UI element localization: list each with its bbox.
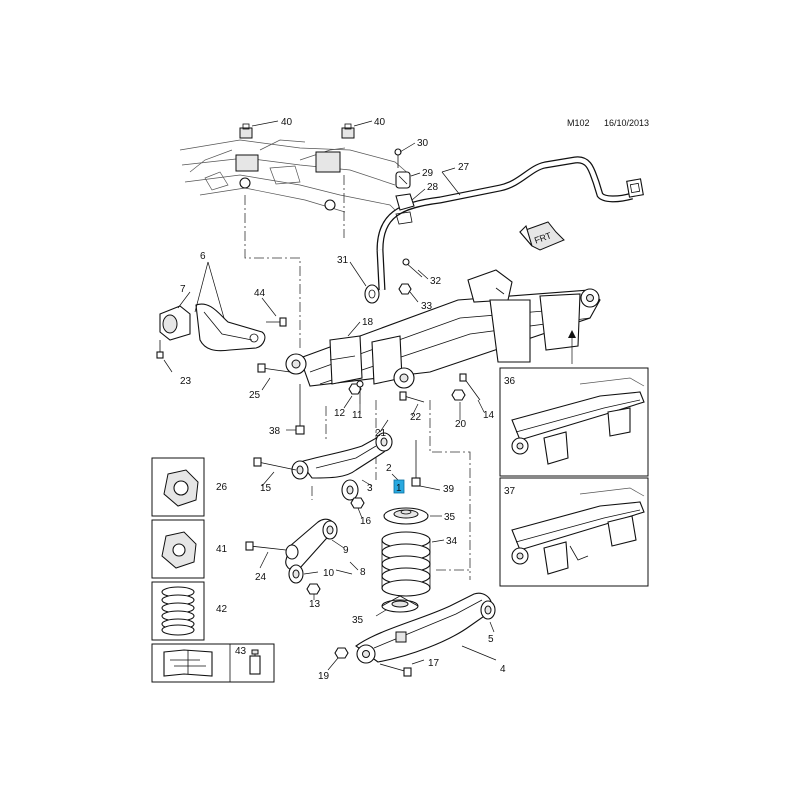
part-label[interactable]: 21: [375, 428, 387, 439]
body-chassis-section: [179, 139, 411, 216]
part-38-long-bolt: [295, 384, 305, 435]
part-3-bush: [341, 479, 359, 501]
front-direction-marker: FRT: [519, 221, 565, 251]
part-label[interactable]: 22: [410, 412, 422, 423]
part-6-bracket: [195, 303, 266, 352]
part-22-bolt: [399, 391, 425, 403]
part-label[interactable]: 5: [488, 634, 494, 645]
ref-box-41-hex-nut: [151, 519, 205, 579]
part-label[interactable]: 6: [200, 251, 206, 262]
part-4-lower-trailing-arm: [355, 592, 496, 664]
part-label[interactable]: 2: [386, 463, 392, 474]
part-label[interactable]: 3: [367, 483, 373, 494]
part-11-bolt: [356, 380, 364, 404]
part-35-lower-spring-seat: [381, 595, 419, 613]
part-27-stabilizer-bar: [376, 156, 644, 291]
part-label[interactable]: 11: [352, 410, 363, 421]
part-33-nut: [398, 283, 412, 295]
part-label[interactable]: 34: [446, 536, 458, 547]
part-label[interactable]: 16: [360, 516, 372, 527]
part-label[interactable]: 35: [444, 512, 456, 523]
part-label[interactable]: 25: [249, 390, 261, 401]
part-label[interactable]: 18: [362, 317, 374, 328]
part-25-bolt: [257, 363, 291, 373]
part-label[interactable]: 17: [428, 658, 440, 669]
part-29-bar-bush: [395, 171, 411, 189]
part-label[interactable]: 27: [458, 162, 470, 173]
part-35-upper-spring-seat: [383, 507, 429, 525]
part-label[interactable]: 7: [180, 284, 186, 295]
highlight-callout-box[interactable]: [393, 479, 405, 494]
part-28-bush-clamp: [395, 193, 415, 225]
part-label[interactable]: 29: [422, 168, 434, 179]
part-label[interactable]: 19: [318, 671, 330, 682]
part-label[interactable]: 20: [455, 419, 467, 430]
part-label[interactable]: 40: [374, 117, 386, 128]
ref-box-42-bellows: [151, 581, 205, 641]
part-18-rear-subframe: [285, 269, 601, 389]
part-10-bush: [288, 564, 304, 584]
part-9-lower-link: [285, 518, 338, 571]
part-label[interactable]: 44: [254, 288, 266, 299]
inset-box-36: [499, 367, 649, 477]
part-number-labels: 40 40 30 29 27 28 6 7 44 23 31 32 33 18 …: [180, 117, 516, 682]
part-40-clip-right: [341, 123, 355, 139]
part-label-highlighted[interactable]: 1: [396, 483, 402, 494]
part-label[interactable]: 10: [323, 568, 335, 579]
part-40-clip-left: [239, 123, 253, 139]
diagram-code: M102: [567, 118, 590, 128]
part-label[interactable]: 26: [216, 482, 228, 493]
part-label[interactable]: 28: [427, 182, 439, 193]
diagram-date: 16/10/2013: [604, 118, 649, 128]
part-label[interactable]: 41: [216, 544, 228, 555]
part-label[interactable]: 8: [360, 567, 366, 578]
part-32-bolt: [402, 258, 423, 278]
part-23-bolt: [156, 340, 164, 359]
part-30-bolt: [394, 148, 402, 168]
part-20-nut: [451, 389, 466, 401]
part-14-bolt: [459, 373, 481, 401]
part-24-bolt: [245, 541, 287, 551]
part-7-bush: [159, 305, 191, 341]
part-label[interactable]: 24: [255, 572, 267, 583]
part-17-bolt: [379, 663, 412, 677]
part-label[interactable]: 36: [504, 376, 516, 387]
part-label[interactable]: 42: [216, 604, 228, 615]
part-label[interactable]: 13: [309, 599, 321, 610]
part-label[interactable]: 37: [504, 486, 516, 497]
part-label[interactable]: 12: [334, 408, 346, 419]
part-label[interactable]: 38: [269, 426, 281, 437]
ref-box-43-service-info: [151, 643, 275, 683]
part-label[interactable]: 15: [260, 483, 272, 494]
part-label[interactable]: 23: [180, 376, 192, 387]
part-15-bolt: [253, 457, 297, 471]
part-39-bolt: [411, 440, 421, 487]
part-44-bolt: [266, 317, 287, 327]
part-label[interactable]: 35: [352, 615, 364, 626]
part-16-nut: [350, 497, 365, 509]
part-label[interactable]: 32: [430, 276, 442, 287]
part-19-nut: [334, 647, 349, 659]
part-13-nut: [306, 583, 321, 595]
inset-box-37: [499, 477, 649, 587]
ref-box-26-flange-nut: [151, 457, 205, 517]
part-label[interactable]: 33: [421, 301, 433, 312]
part-2-upper-control-arm: [291, 432, 393, 480]
part-34-coil-spring: [381, 531, 431, 597]
part-label[interactable]: 31: [337, 255, 349, 266]
part-label[interactable]: 43: [235, 646, 247, 657]
part-31-link-bush: [364, 284, 380, 304]
part-label[interactable]: 9: [343, 545, 349, 556]
part-label[interactable]: 40: [281, 117, 293, 128]
part-label[interactable]: 30: [417, 138, 429, 149]
part-label[interactable]: 4: [500, 664, 506, 675]
part-label[interactable]: 39: [443, 484, 455, 495]
part-label[interactable]: 14: [483, 410, 495, 421]
